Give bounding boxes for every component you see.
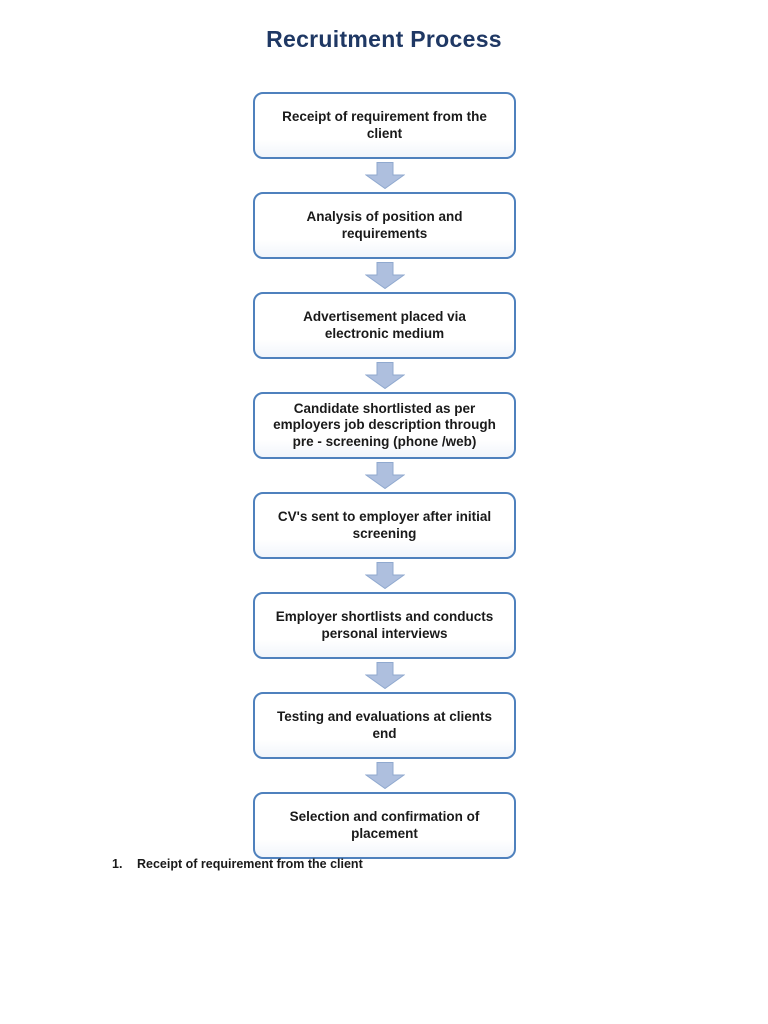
flow-step-box: Selection and confirmation of placement — [253, 792, 516, 859]
flow-step-box: CV's sent to employer after initial scre… — [253, 492, 516, 559]
flow-step-label: Selection and confirmation of placement — [289, 809, 480, 841]
flow-step-label: Testing and evaluations at clients end — [276, 709, 493, 741]
down-arrow-icon — [253, 759, 516, 792]
flow-step-label: Analysis of position and requirements — [306, 209, 463, 241]
down-arrow-icon — [253, 559, 516, 592]
down-arrow-icon — [253, 159, 516, 192]
down-arrow-icon — [253, 459, 516, 492]
flow-step-label: Employer shortlists and conducts persona… — [275, 609, 494, 641]
flow-step-label: Receipt of requirement from the client — [282, 109, 487, 141]
list-item-text: Receipt of requirement from the client — [137, 857, 363, 871]
list-item-number: 1. — [112, 857, 123, 871]
flow-step-box: Analysis of position and requirements — [253, 192, 516, 259]
down-arrow-icon — [253, 359, 516, 392]
recruitment-flowchart: Receipt of requirement from the client A… — [253, 92, 516, 859]
numbered-list-item: 1. Receipt of requirement from the clien… — [112, 857, 363, 871]
flow-step-box: Advertisement placed via electronic medi… — [253, 292, 516, 359]
down-arrow-icon — [253, 659, 516, 692]
flow-step-box: Candidate shortlisted as per employers j… — [253, 392, 516, 459]
flow-step-box: Receipt of requirement from the client — [253, 92, 516, 159]
flow-step-box: Employer shortlists and conducts persona… — [253, 592, 516, 659]
down-arrow-icon — [253, 259, 516, 292]
flow-step-label: Advertisement placed via electronic medi… — [303, 309, 466, 341]
flow-step-label: CV's sent to employer after initial scre… — [277, 509, 492, 541]
page-title: Recruitment Process — [266, 26, 502, 52]
flow-step-box: Testing and evaluations at clients end — [253, 692, 516, 759]
flow-step-label: Candidate shortlisted as per employers j… — [273, 401, 496, 449]
